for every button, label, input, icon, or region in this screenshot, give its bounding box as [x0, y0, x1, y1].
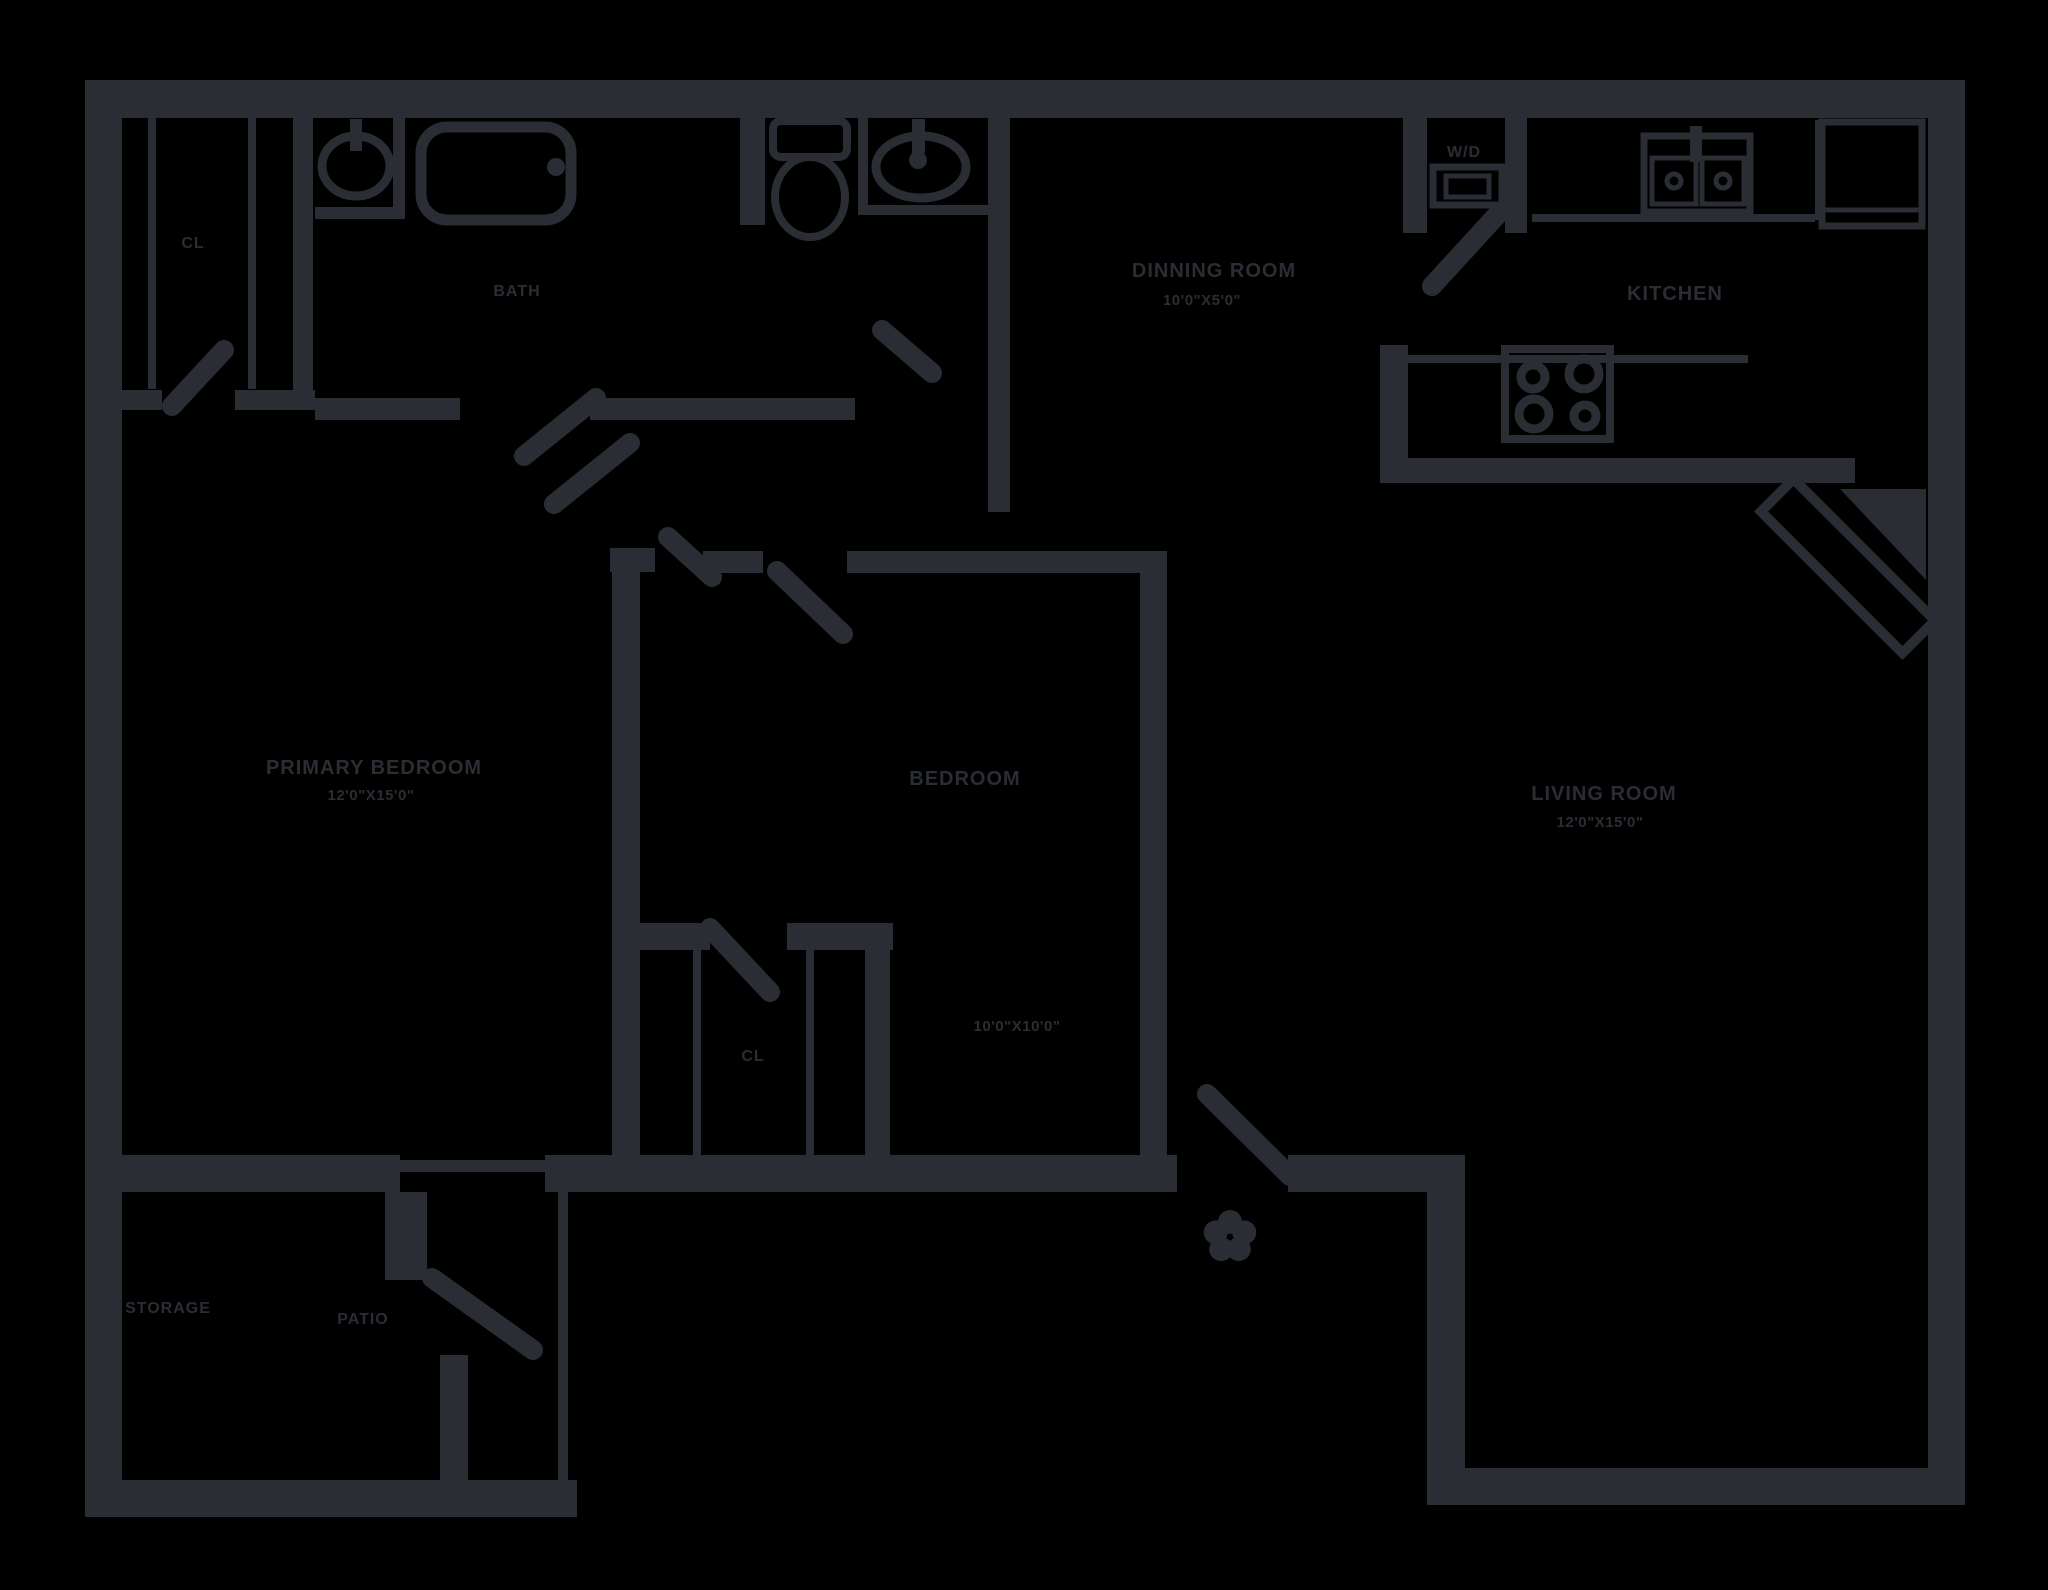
patio-window: [400, 1160, 545, 1172]
wall-closet2-stub-west: [640, 923, 710, 950]
wall-exterior-top: [85, 80, 1965, 118]
kitchen-sink-icon: [1640, 126, 1754, 216]
kitchen-counter-front: [1380, 458, 1855, 483]
door-entry: [1197, 1084, 1300, 1186]
label-laundry: W/D: [1447, 144, 1481, 161]
door-bifold-2: [544, 433, 640, 514]
wall-entry-south: [1288, 1155, 1465, 1192]
label-bedroom: BEDROOM: [909, 768, 1020, 790]
door-storage: [422, 1268, 543, 1360]
wall-patio-east-thin: [558, 1178, 568, 1488]
stove-icon: [1501, 345, 1614, 443]
closet2-door-panel-1: [693, 950, 701, 1155]
wall-closet1-south-b: [235, 390, 315, 410]
vanity-sink-icon: [871, 119, 971, 203]
entry-plant-icon: [1203, 1210, 1257, 1262]
label-storage: STORAGE: [125, 1300, 211, 1317]
label-living-room: LIVING ROOM: [1531, 783, 1676, 805]
wall-bedroom-top: [847, 551, 1167, 573]
label-dining: DINNING ROOM: [1132, 260, 1296, 282]
label-bath: BATH: [493, 283, 540, 300]
wall-bath-south-b: [590, 398, 855, 420]
door-closet1: [162, 340, 234, 416]
door-bifold-1: [514, 388, 606, 466]
bathtub-icon: [415, 121, 577, 226]
wall-laundry-west: [1403, 117, 1427, 233]
room-labels: CL BATH DINNING ROOM 10'0"X5'0" W/D KITC…: [125, 144, 1723, 1328]
door-laundry: [1422, 204, 1508, 296]
wall-closet2-stub-east: [787, 923, 893, 950]
dims-bedroom: 10'0"X10'0": [974, 1018, 1061, 1035]
wall-exterior-left: [85, 80, 122, 1517]
door-bath: [872, 320, 942, 383]
closet1-shelf-line-2: [248, 117, 256, 389]
toilet-icon: [769, 117, 851, 241]
door-bedroom: [767, 561, 853, 644]
dims-primary-bedroom: 12'0"X15'0": [328, 787, 415, 804]
label-bedroom-closet: CL: [741, 1048, 764, 1065]
wall-storage-divider-bottom: [440, 1355, 468, 1490]
fridge-nook-line: [1815, 120, 1821, 220]
door-closet2: [700, 918, 780, 1002]
wall-living-west-lower: [1427, 1192, 1465, 1482]
fireplace-icon: [1753, 471, 1943, 661]
wall-bedroom-south: [545, 1155, 1177, 1192]
label-patio: PATIO: [337, 1311, 389, 1328]
doors: [162, 204, 1508, 1360]
wall-bedroom-east: [1140, 551, 1167, 1192]
wall-tub-divider: [740, 117, 765, 225]
door-hall: [658, 527, 722, 587]
wall-exterior-right: [1928, 80, 1965, 1505]
wall-primary-south: [85, 1155, 400, 1192]
wall-bedroom-top-stub: [703, 551, 763, 573]
wall-sink1-counter: [315, 207, 405, 219]
label-primary-bedroom: PRIMARY BEDROOM: [266, 757, 482, 779]
wall-primary-east: [612, 548, 640, 1157]
label-closet-entry: CL: [181, 235, 204, 252]
walls: [85, 80, 1965, 1517]
wall-closet1-south-a: [122, 390, 162, 410]
bathroom-sink-icon: [317, 119, 395, 201]
wall-sink2-counter: [858, 205, 988, 215]
washer-dryer-icon: [1429, 163, 1506, 209]
refrigerator-icon: [1818, 118, 1926, 230]
wall-living-bottom: [1427, 1468, 1965, 1505]
wall-closet1-east: [293, 117, 313, 392]
wall-dining-west: [988, 117, 1010, 512]
closet2-door-panel-2: [806, 950, 814, 1155]
closet1-shelf-line-1: [148, 117, 156, 389]
dims-living-room: 12'0"X15'0": [1557, 814, 1644, 831]
wall-laundry-east: [1505, 117, 1527, 233]
wall-sink2-alcove-west: [858, 117, 868, 213]
wall-patio-bottom: [85, 1480, 577, 1517]
wall-storage-divider-top: [385, 1192, 427, 1280]
label-kitchen: KITCHEN: [1627, 283, 1723, 305]
dims-dining: 10'0"X5'0": [1163, 292, 1241, 309]
wall-bath-south-a: [315, 398, 460, 420]
wall-sink1-divider: [393, 117, 405, 215]
wall-closet2-east: [865, 950, 890, 1155]
kitchen-counter-edge: [1532, 214, 1815, 222]
